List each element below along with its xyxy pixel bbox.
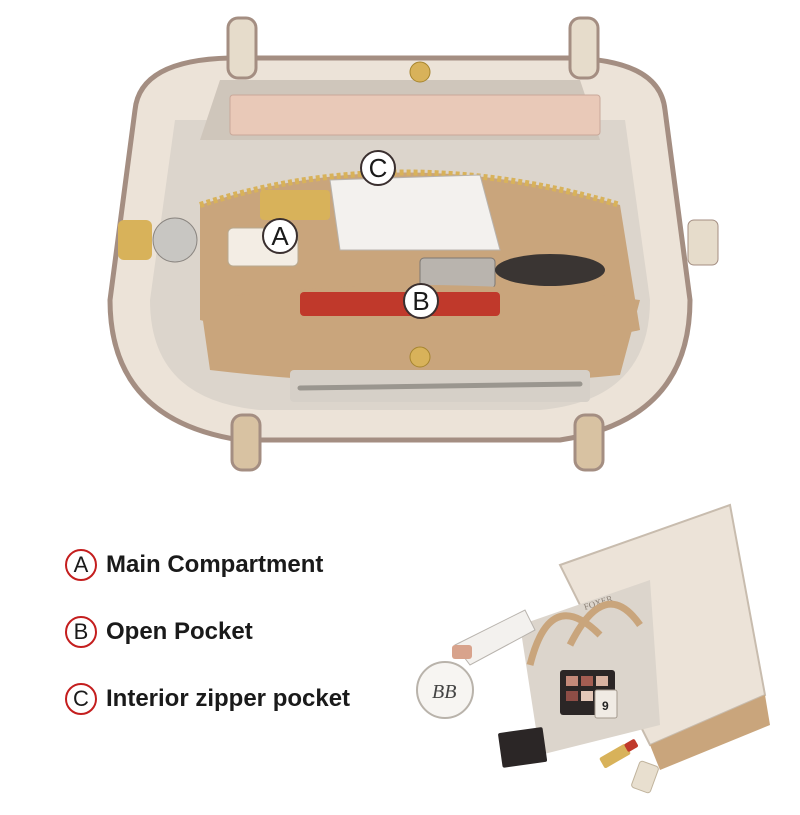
palette-pan-2 xyxy=(581,676,593,686)
palette-pan-3 xyxy=(596,676,608,686)
legend-letter-a: A xyxy=(65,549,97,581)
bag-interior-photo xyxy=(107,16,719,472)
bag-contents-photo: FOXER BB 9 xyxy=(416,503,770,794)
umbrella-handle xyxy=(452,645,472,659)
legend-label-a: Main Compartment xyxy=(106,551,324,578)
lipstick-cap xyxy=(631,760,659,794)
red-wallet xyxy=(300,292,500,316)
handle-bottom-left xyxy=(230,413,262,472)
legend-row-a: A Main Compartment xyxy=(65,548,350,582)
legend-label-c: Interior zipper pocket xyxy=(106,685,351,712)
bag-base xyxy=(650,695,770,770)
cosmetic-packet xyxy=(498,727,548,768)
compact-mirror xyxy=(152,217,198,263)
palette-pan-1 xyxy=(566,676,578,686)
perfume-tag xyxy=(594,689,618,719)
lipstick-bullet xyxy=(624,739,638,752)
feature-legend: A Main Compartment B Open Pocket C Inter… xyxy=(65,548,350,749)
legend-letter-b: B xyxy=(65,616,97,648)
powder-compact xyxy=(416,661,474,719)
legend-label-b: Open Pocket xyxy=(106,618,253,645)
snap-button-front xyxy=(409,346,431,368)
handle-top-left xyxy=(226,16,258,80)
side-tab-left xyxy=(118,220,152,260)
umbrella-item xyxy=(329,174,501,251)
legend-row-b: B Open Pocket xyxy=(65,615,350,649)
bag-handle-back xyxy=(566,600,643,647)
palette-pan-4 xyxy=(566,691,578,701)
lipstick-tube xyxy=(599,744,631,768)
card-item xyxy=(229,94,601,136)
camera-item xyxy=(419,257,496,289)
handle-top-right xyxy=(568,16,600,80)
bag-opening xyxy=(520,580,660,755)
pen-item xyxy=(297,381,583,391)
glasses-case xyxy=(495,254,605,286)
palette-pan-5 xyxy=(581,691,593,701)
callout-b-marker: B xyxy=(403,283,439,319)
handle-bottom-right xyxy=(573,413,605,472)
powder-label: BB xyxy=(432,681,456,703)
snap-button-top xyxy=(409,61,431,83)
legend-row-c: C Interior zipper pocket xyxy=(65,682,350,716)
bag-handle-front xyxy=(526,612,603,666)
legend-letter-c: C xyxy=(65,683,97,715)
side-tab-right xyxy=(687,219,719,266)
zipper-teeth xyxy=(199,169,621,208)
callout-a-marker: A xyxy=(262,218,298,254)
callout-c-marker: C xyxy=(360,150,396,186)
perfume-item xyxy=(260,190,330,220)
lipstick-number: 9 xyxy=(602,699,609,713)
